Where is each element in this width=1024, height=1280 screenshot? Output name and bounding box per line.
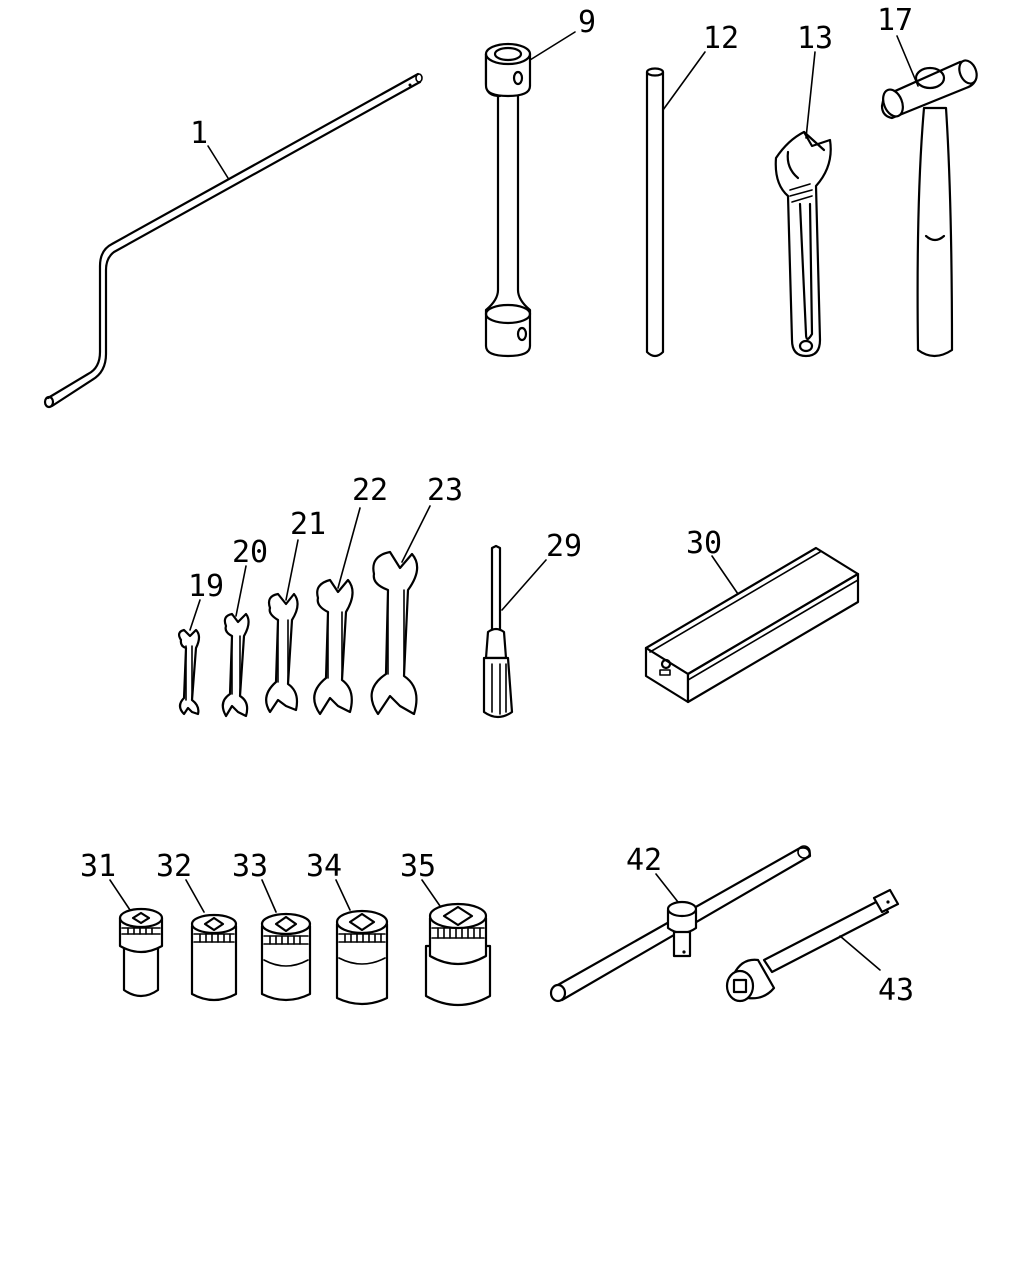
leader-17	[896, 35, 919, 87]
part-label-21: 21	[290, 507, 326, 542]
part-label-9: 9	[578, 5, 596, 40]
leader-9	[529, 31, 576, 61]
hammer-icon	[880, 59, 978, 358]
socket-33-icon	[260, 912, 312, 1002]
part-label-32: 32	[156, 849, 192, 884]
leader-12	[662, 51, 706, 111]
part-label-34: 34	[306, 849, 342, 884]
part-label-12: 12	[703, 21, 739, 56]
wheel-nut-wrench-icon	[484, 42, 532, 358]
part-label-42: 42	[626, 843, 662, 878]
tool-case-icon	[644, 546, 860, 704]
leader-35	[421, 879, 441, 907]
tommy-bar-icon	[645, 67, 665, 358]
part-label-19: 19	[188, 569, 224, 604]
socket-35-icon	[424, 902, 492, 1006]
part-label-29: 29	[546, 529, 582, 564]
leader-31	[109, 879, 131, 911]
spanner-21-icon	[265, 592, 299, 714]
leader-33	[261, 879, 277, 913]
part-label-33: 33	[232, 849, 268, 884]
adjustable-wrench-icon	[774, 130, 832, 358]
leader-34	[335, 879, 351, 911]
part-label-31: 31	[80, 849, 116, 884]
spanner-23-icon	[370, 550, 419, 716]
crank-handle-icon	[43, 72, 423, 409]
leader-13	[805, 51, 816, 139]
leader-19	[189, 599, 201, 631]
spanner-22-icon	[313, 578, 354, 716]
socket-32-icon	[190, 913, 238, 1002]
part-label-23: 23	[427, 473, 463, 508]
screwdriver-icon	[482, 544, 514, 719]
leader-32	[185, 879, 205, 913]
leader-23	[401, 505, 431, 563]
part-label-30: 30	[686, 526, 722, 561]
spanner-19-icon	[177, 628, 201, 716]
t-handle-icon	[549, 845, 812, 1003]
leader-29	[501, 559, 547, 611]
part-label-43: 43	[878, 973, 914, 1008]
part-label-1: 1	[190, 116, 208, 151]
leader-43	[839, 935, 881, 971]
extension-bar-icon	[725, 888, 900, 1003]
spanner-20-icon	[221, 612, 250, 718]
leader-22	[337, 507, 361, 589]
leader-1	[207, 145, 229, 179]
socket-34-icon	[335, 909, 389, 1006]
part-label-35: 35	[400, 849, 436, 884]
leader-20	[235, 565, 247, 617]
leader-42	[655, 873, 679, 903]
part-label-22: 22	[352, 473, 388, 508]
part-label-17: 17	[877, 3, 913, 38]
socket-31-icon	[118, 907, 164, 998]
leader-21	[285, 539, 299, 601]
part-label-20: 20	[232, 535, 268, 570]
part-label-13: 13	[797, 21, 833, 56]
leader-30	[711, 555, 739, 595]
